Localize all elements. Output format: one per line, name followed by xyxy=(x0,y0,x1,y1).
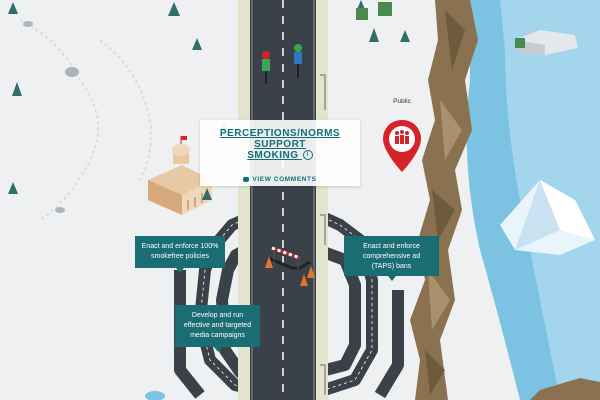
comment-icon xyxy=(243,177,249,182)
policy-line: comprehensive ad xyxy=(363,253,420,260)
policy-line: Develop and run xyxy=(192,312,243,319)
popup-title-link[interactable]: PERCEPTIONS/NORMS SUPPORT SMOKING i xyxy=(200,128,360,161)
popup-title-line-1: PERCEPTIONS/NORMS SUPPORT xyxy=(220,128,340,150)
policy-line: Enact and enforce xyxy=(363,243,420,250)
factor-popup: PERCEPTIONS/NORMS SUPPORT SMOKING i VIEW… xyxy=(200,120,360,186)
popup-title-line-2: SMOKING xyxy=(247,150,298,161)
policy-line: smokefree policies xyxy=(151,253,209,260)
view-comments-label: VIEW COMMENTS xyxy=(252,176,316,183)
policy-box-taps-bans[interactable]: Enact and enforce comprehensive ad (TAPS… xyxy=(344,236,439,276)
policy-line: media campaigns xyxy=(190,332,245,339)
policy-line: (TAPS) bans xyxy=(372,263,412,270)
public-label: Public xyxy=(388,98,416,105)
policy-box-smokefree[interactable]: Enact and enforce 100% smokefree policie… xyxy=(135,236,225,268)
policy-line: Enact and enforce 100% xyxy=(142,243,219,250)
view-comments-link[interactable]: VIEW COMMENTS xyxy=(200,176,360,183)
info-icon[interactable]: i xyxy=(303,150,313,160)
policy-line: effective and targeted xyxy=(184,322,251,329)
policy-box-media-campaigns[interactable]: Develop and run effective and targeted m… xyxy=(175,305,260,347)
